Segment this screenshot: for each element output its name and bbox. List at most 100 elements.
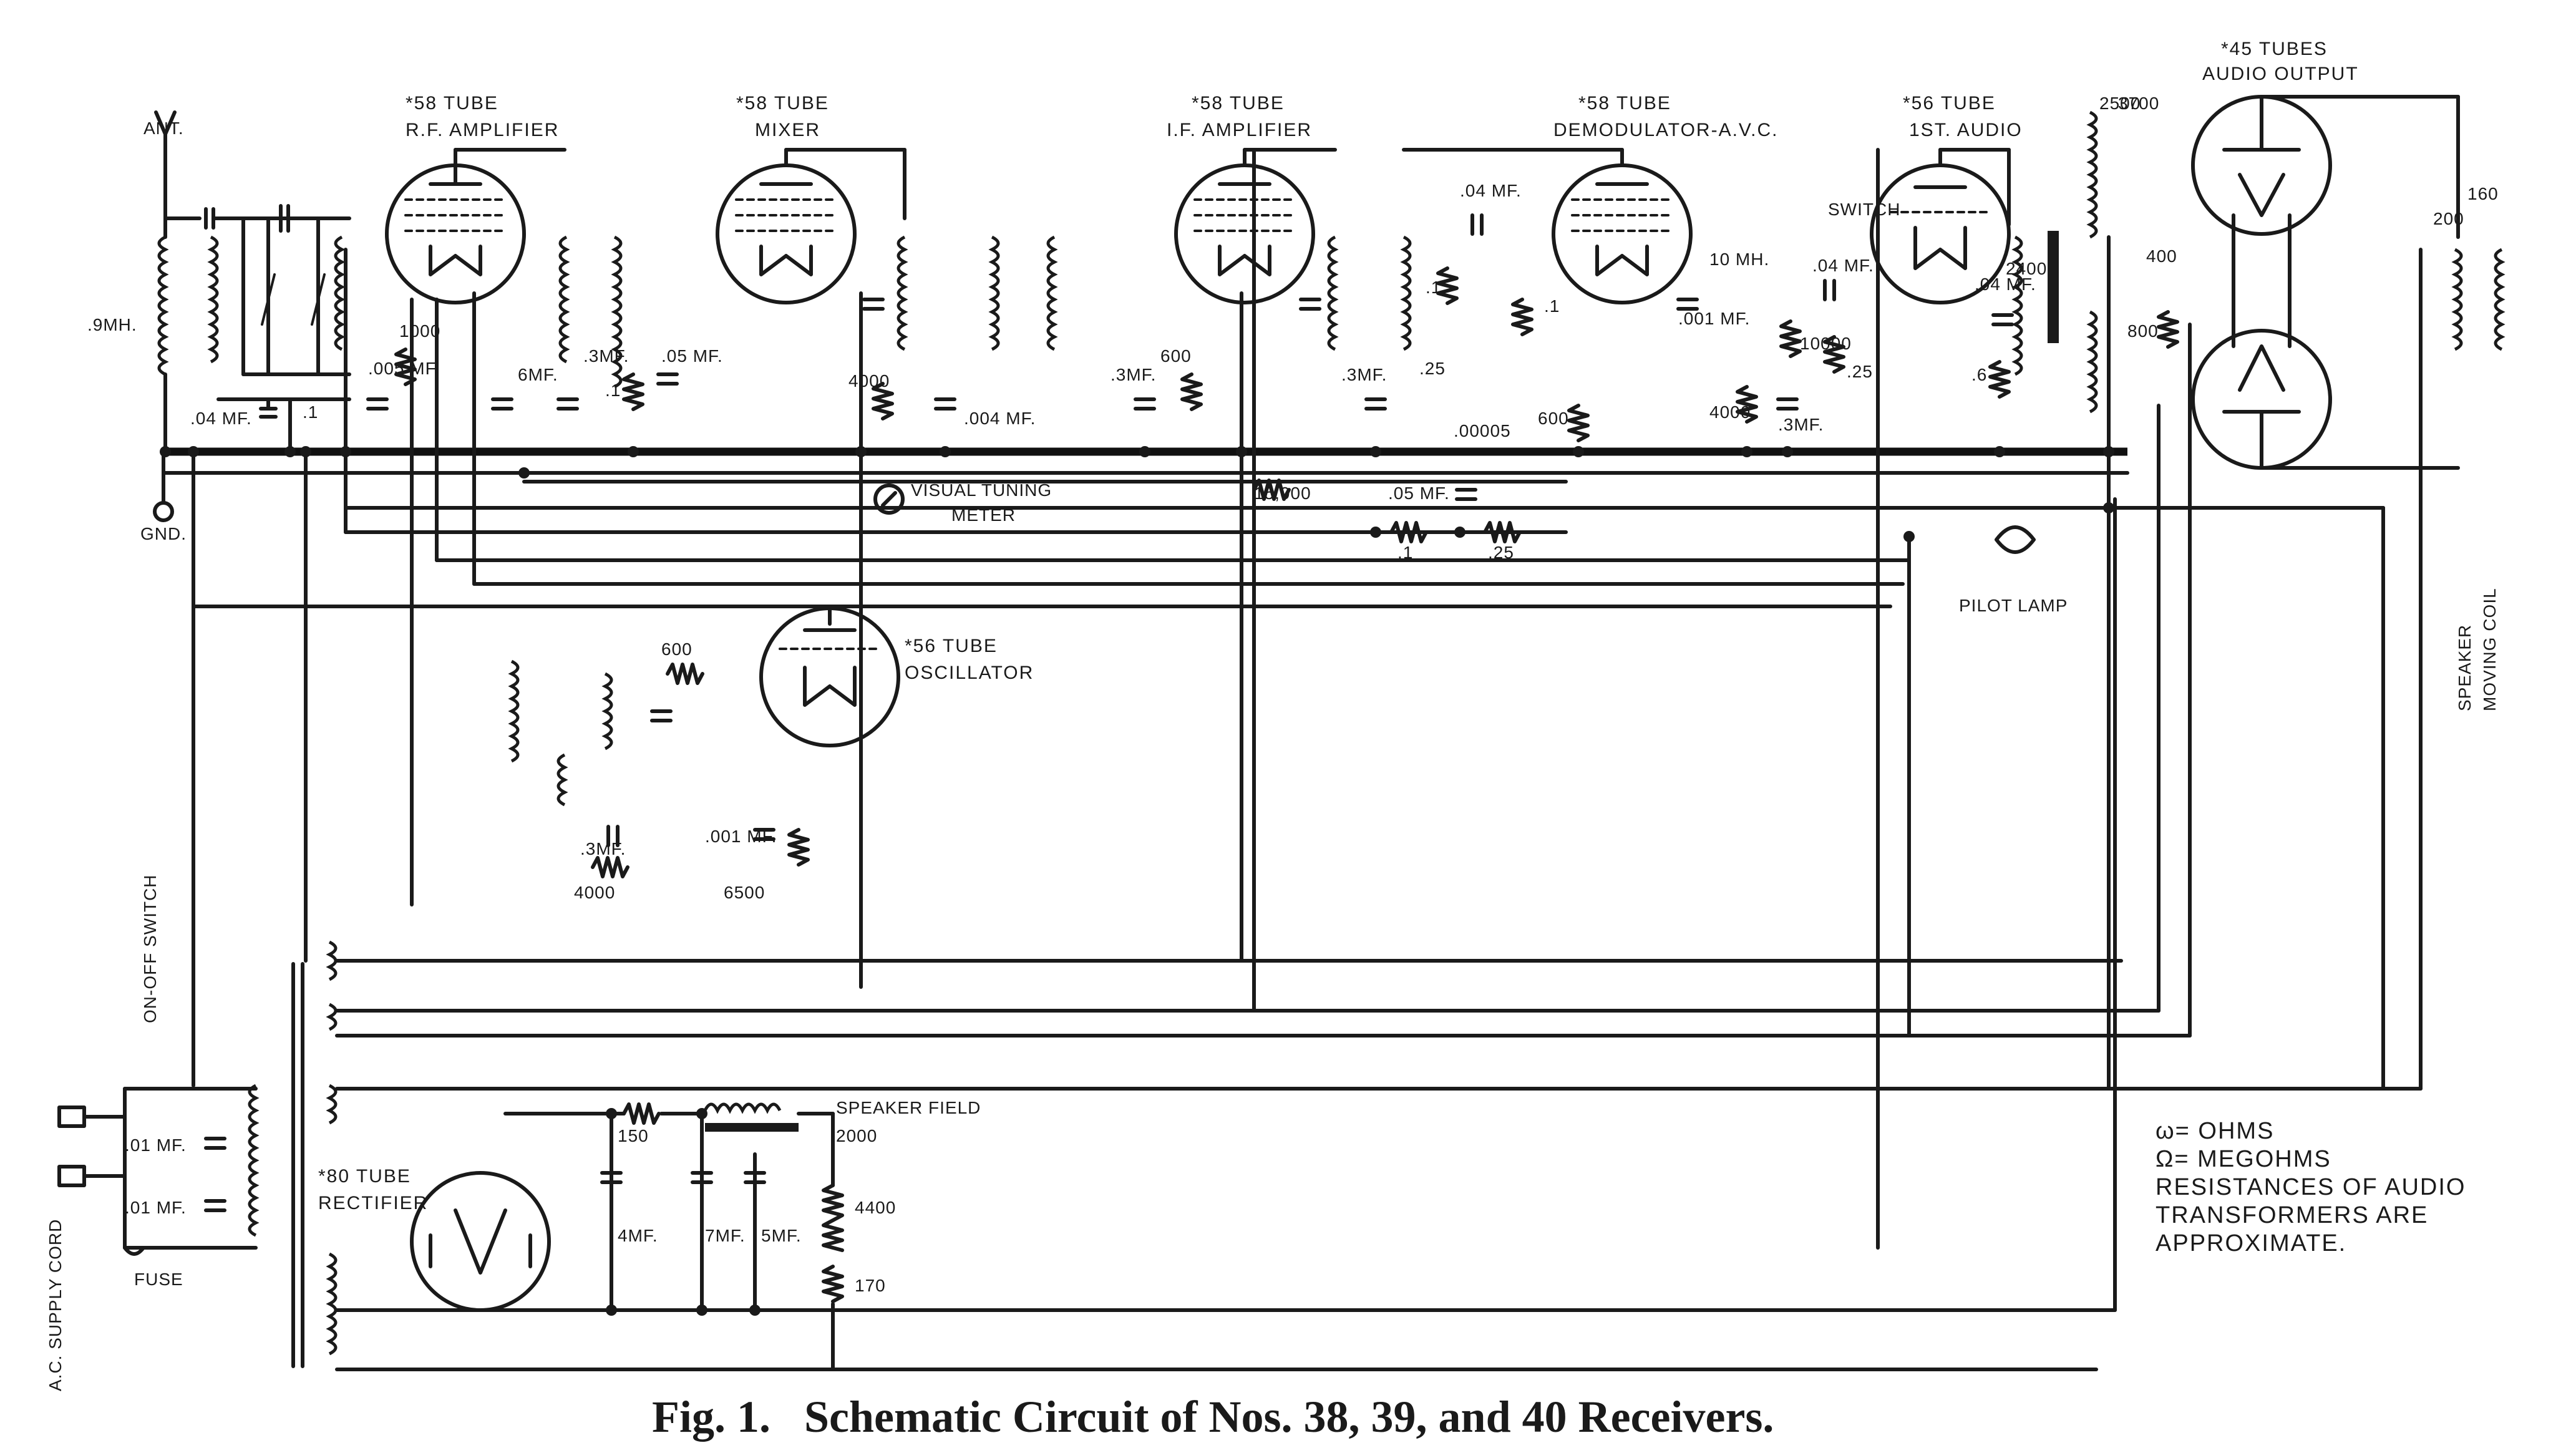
tube-label-audio1-role: 1ST. AUDIO (1909, 120, 2023, 140)
label-r6: .6 (1971, 365, 1987, 384)
figure-caption: Fig. 1. Schematic Circuit of Nos. 38, 39… (652, 1392, 1774, 1442)
tube-label-rect-role: RECTIFIER (318, 1193, 428, 1213)
label-r25a: .25 (1419, 359, 1446, 378)
label-r4400: 4400 (855, 1198, 896, 1217)
coils (508, 110, 2506, 807)
label-c04a: .04 MF. (190, 409, 252, 428)
label-r3mf: .3MF. (583, 346, 629, 366)
label-c01a: .01 MF. (125, 1135, 187, 1155)
label-r4000b: 4000 (1709, 402, 1751, 422)
tube-oscillator (759, 606, 900, 747)
label-r600c: 600 (661, 639, 693, 659)
label-gnd: GND. (140, 524, 187, 543)
label-r3700: 3700 (2118, 94, 2159, 113)
label-r3mfd: .3MF. (580, 839, 626, 858)
distribution-wires (162, 148, 2423, 1371)
label-field: SPEAKER FIELD (836, 1098, 981, 1117)
capacitors (204, 213, 2014, 1212)
label-c001b: .001 MF. (705, 827, 777, 846)
label-r1000: 1000 (399, 321, 440, 341)
label-r2400: 2400 (2006, 259, 2047, 278)
label-c004: .004 MF. (964, 409, 1036, 428)
legend-megohms: Ω= MEGOHMS (2156, 1146, 2331, 1172)
tube-label-mixer-type: *58 TUBE (736, 93, 829, 114)
tube-label-rect-type: *80 TUBE (318, 1166, 411, 1187)
tube-label-output-role: AUDIO OUTPUT (2202, 64, 2359, 84)
tube-label-rf-type: *58 TUBE (406, 93, 498, 114)
tube-label-osc-role: OSCILLATOR (905, 663, 1034, 683)
component-labels: ANT. GND. .9MH. .04 MF. .1 .005 MF. 1000… (87, 94, 2499, 1295)
tube-label-mixer-role: MIXER (755, 120, 820, 140)
label-c6mf: 6MF. (518, 365, 558, 384)
legend-line3: RESISTANCES OF AUDIO (2156, 1174, 2466, 1200)
label-r1b: .1 (605, 381, 621, 400)
tube-label-audio1-type: *56 TUBE (1903, 93, 1996, 114)
tube-audio-output-top (2191, 95, 2460, 239)
tube-label-if-role: I.F. AMPLIFIER (1167, 120, 1312, 140)
label-r150: 150 (618, 1126, 649, 1145)
label-c5mf: 5MF. (761, 1226, 802, 1245)
tube-label-if-type: *58 TUBE (1192, 93, 1285, 114)
tube-if-amplifier (1174, 148, 1337, 304)
label-r15000: 15,000 (1254, 484, 1311, 503)
label-c04d: .04 MF. (1975, 275, 2036, 294)
label-r1e: .1 (1397, 543, 1413, 562)
label-r25c: .25 (1488, 543, 1514, 562)
label-r2500: 2500 (2099, 94, 2141, 113)
label-c01b: .01 MF. (125, 1198, 187, 1217)
pilot-lamp (1995, 525, 2036, 554)
label-field2: 2000 (836, 1126, 877, 1145)
label-c3mfb: .3MF. (1341, 365, 1387, 384)
tube-audio-output-bottom (2191, 213, 2460, 470)
label-r25b: .25 (1847, 362, 1873, 381)
label-c001a: .001 MF. (1678, 309, 1750, 328)
tube-label-osc-type: *56 TUBE (905, 636, 998, 656)
label-r600a: 600 (1160, 346, 1192, 366)
tuning-meter (873, 484, 905, 515)
label-9mh: .9MH. (87, 315, 137, 334)
label-r4000c: 4000 (574, 883, 615, 902)
label-r170: 170 (855, 1276, 886, 1295)
label-supply: A.C. SUPPLY CORD (46, 1219, 65, 1391)
power-transformer (57, 940, 338, 1368)
legend-ohms: ω= OHMS (2156, 1118, 2274, 1144)
rotated-labels: ON-OFF SWITCH A.C. SUPPLY CORD SPEAKER M… (46, 588, 2499, 1391)
tube-demodulator-avc (1402, 148, 1693, 304)
label-meter: VISUAL TUNING (911, 480, 1052, 500)
tube-rf-amplifier (385, 148, 566, 304)
antenna-section (153, 110, 351, 522)
tube-rectifier (410, 1171, 551, 1312)
tube-label-demod-role: DEMODULATOR-A.V.C. (1553, 120, 1779, 140)
tube-mixer (716, 148, 906, 304)
speaker-field-coil (503, 1102, 835, 1371)
label-r800: 800 (2127, 321, 2159, 341)
label-mh10: 10 MH. (1709, 250, 1769, 269)
label-moving: MOVING COIL (2480, 588, 2499, 711)
junction-dots (160, 446, 2114, 1316)
label-c3mfc: .3MF. (1778, 415, 1824, 434)
label-fuse: FUSE (134, 1270, 183, 1289)
tube-label-output-type: *45 TUBES (2221, 39, 2328, 59)
label-pilot: PILOT LAMP (1959, 596, 2068, 615)
label-c05b: .05 MF. (1388, 484, 1450, 503)
label-r6500: 6500 (724, 883, 765, 902)
label-r1d: .1 (1544, 296, 1560, 316)
tube-labels: *58 TUBE R.F. AMPLIFIER *58 TUBE MIXER *… (318, 39, 2359, 1213)
label-r4000a: 4000 (848, 371, 890, 391)
label-c00005: .00005 (1454, 421, 1511, 440)
label-c4mf: 4MF. (618, 1226, 658, 1245)
legend-line4: TRANSFORMERS ARE (2156, 1202, 2428, 1228)
label-c05mf: .05 MF. (661, 346, 723, 366)
tube-first-audio (1870, 148, 2011, 304)
label-r200: 200 (2433, 209, 2464, 228)
label-speaker: SPEAKER (2455, 624, 2474, 711)
label-c7mf: 7MF. (705, 1226, 746, 1245)
label-switch: SWITCH (1828, 200, 1900, 219)
label-r160: 160 (2467, 184, 2499, 203)
label-r1c: .1 (1426, 278, 1441, 297)
label-r600b: 600 (1538, 409, 1569, 428)
resistors (394, 266, 2179, 1303)
label-c04b: .04 MF. (1460, 181, 1522, 200)
label-onoff: ON-OFF SWITCH (140, 874, 160, 1023)
